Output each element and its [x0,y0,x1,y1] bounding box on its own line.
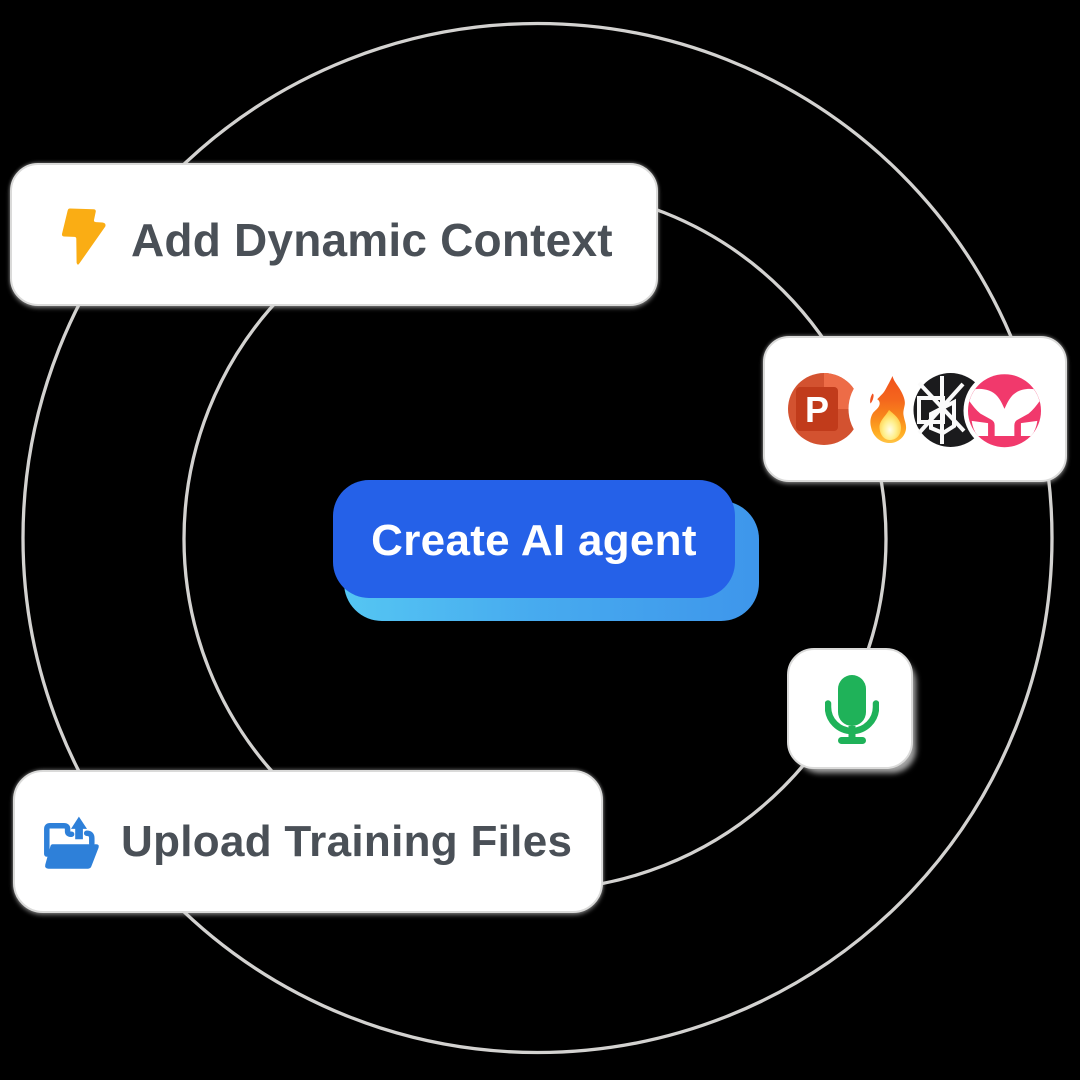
svg-text:P: P [805,389,829,430]
